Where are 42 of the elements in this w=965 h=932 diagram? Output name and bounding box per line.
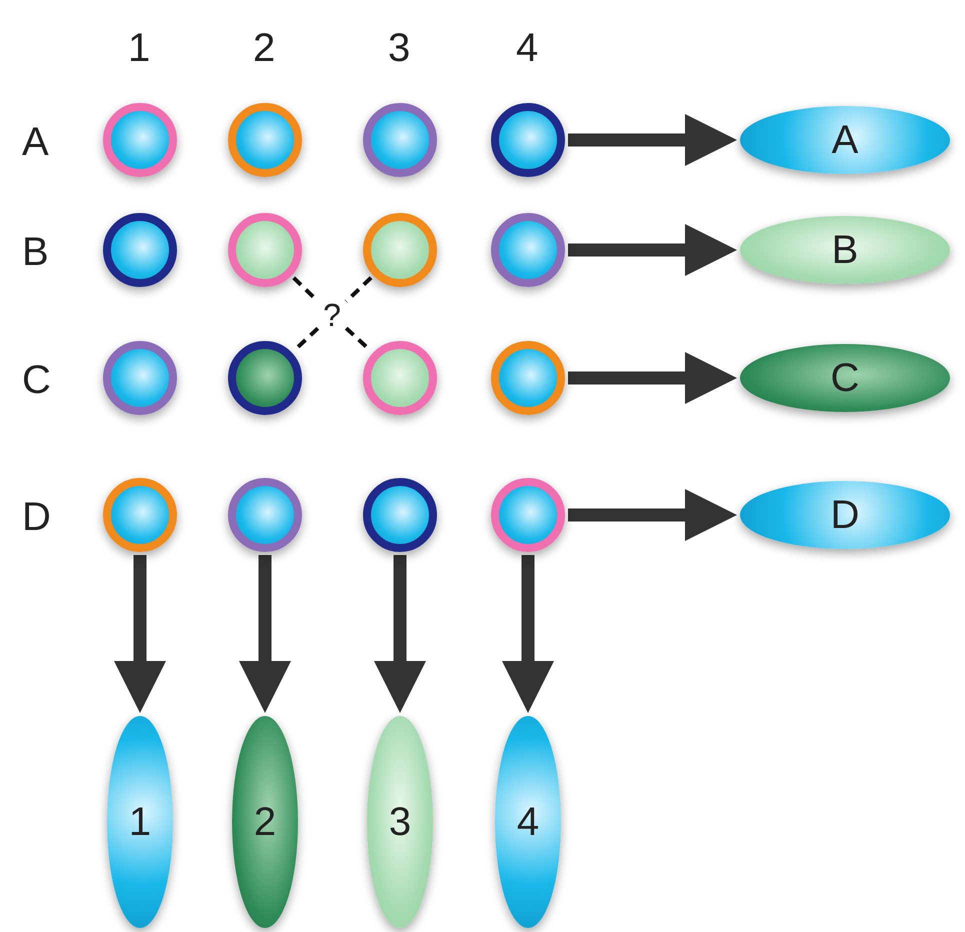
column-number: 2 [253,28,276,68]
column-number: 3 [388,28,410,68]
ring-circle [491,478,565,552]
arrow [568,114,737,166]
ring-circle [491,213,565,287]
result-ellipse: D [740,481,950,549]
arrow [114,555,166,713]
arrow [374,555,426,713]
row-letter: A [22,122,49,162]
ring-circle [491,103,565,177]
arrow [502,555,554,713]
result-ellipse: A [740,106,950,174]
result-ellipse: C [740,344,950,412]
ring-circle [103,341,177,415]
column-number: 4 [516,28,538,68]
arrow [239,555,291,713]
ring-circle [363,213,437,287]
ring-circle [228,213,302,287]
ring-circle [228,341,302,415]
ring-circle [491,341,565,415]
row-letter: B [22,232,49,272]
arrow [568,489,737,541]
result-ellipse: B [740,216,950,284]
result-ellipse: 3 [367,716,433,928]
result-ellipse: 1 [107,716,173,928]
row-letter: C [22,360,51,400]
arrow [568,224,737,276]
ring-circle [363,478,437,552]
ring-circle [363,103,437,177]
dashed-line [344,276,372,303]
ring-circle [228,478,302,552]
row-letter: D [22,497,51,537]
arrow [568,352,737,404]
ring-circle [228,103,302,177]
question-mark: ? [320,299,344,331]
ring-circle [363,341,437,415]
ring-circle [103,478,177,552]
ring-circle [103,103,177,177]
ring-circle [103,213,177,287]
result-ellipse: 2 [232,716,298,928]
result-ellipse: 4 [495,716,561,928]
column-number: 1 [128,28,150,68]
